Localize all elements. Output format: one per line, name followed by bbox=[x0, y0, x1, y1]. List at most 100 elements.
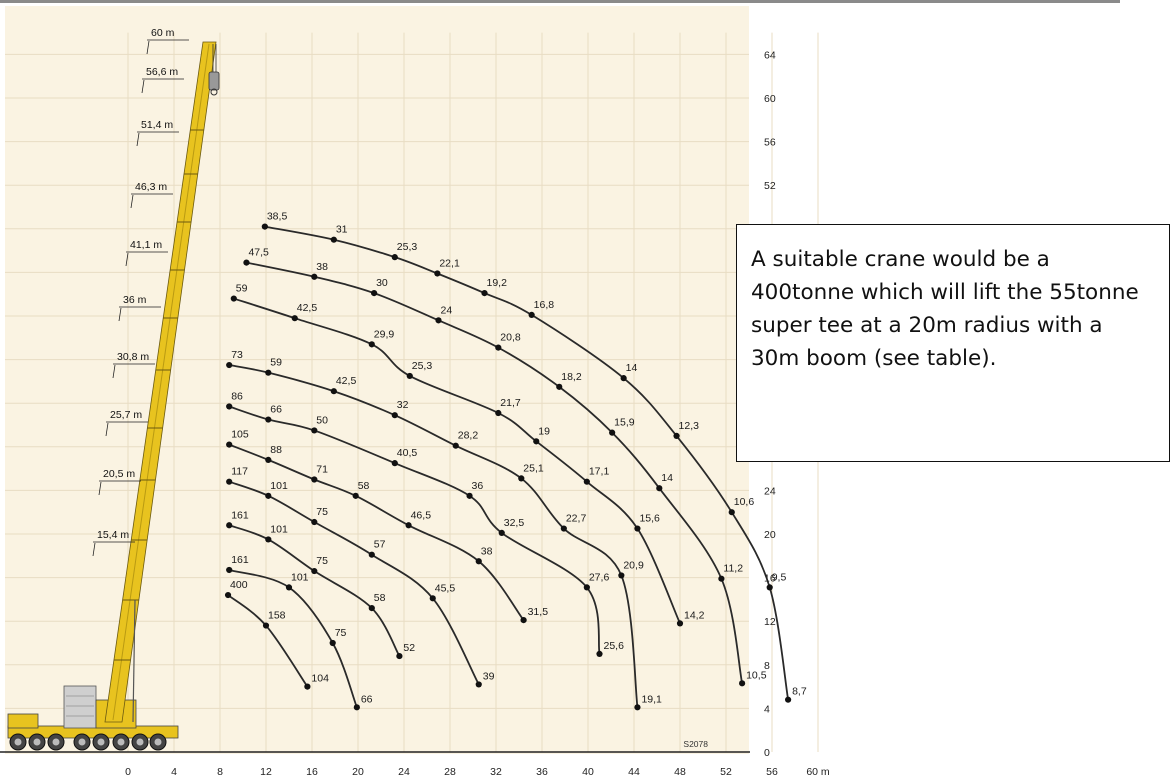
load-point bbox=[285, 584, 293, 591]
load-point bbox=[452, 442, 459, 449]
boom-length-arrow bbox=[118, 307, 122, 322]
crane-wheels bbox=[9, 733, 167, 751]
load-point bbox=[391, 460, 398, 467]
x-tick-label: 56 bbox=[766, 766, 778, 778]
load-points: 4001581041611017566161101755852117101755… bbox=[224, 211, 807, 711]
load-point bbox=[785, 696, 792, 703]
boom-length-label: 56,6 m bbox=[146, 66, 178, 78]
load-point bbox=[396, 652, 403, 660]
load-value-label: 400 bbox=[230, 579, 248, 591]
load-point bbox=[265, 369, 272, 376]
load-point bbox=[262, 622, 270, 629]
load-point bbox=[435, 317, 442, 324]
load-value-label: 14 bbox=[626, 362, 638, 374]
load-point bbox=[226, 361, 233, 369]
load-value-label: 25,6 bbox=[604, 640, 625, 652]
boom-length-label: 41,1 m bbox=[130, 239, 162, 251]
load-value-label: 50 bbox=[316, 414, 328, 426]
boom-section-joints bbox=[113, 129, 204, 661]
load-point bbox=[230, 295, 237, 302]
x-tick-label: 0 bbox=[125, 766, 131, 778]
load-value-label: 58 bbox=[358, 480, 370, 492]
load-point bbox=[261, 223, 268, 230]
load-value-label: 17,1 bbox=[589, 466, 610, 478]
load-point bbox=[368, 341, 375, 348]
load-point bbox=[634, 704, 641, 711]
y-tick-label: 0 bbox=[764, 747, 770, 759]
boom-length-arrow bbox=[98, 481, 102, 496]
load-point bbox=[766, 584, 773, 591]
load-value-label: 101 bbox=[291, 571, 309, 583]
load-point bbox=[329, 639, 336, 647]
y-tick-label: 52 bbox=[764, 180, 776, 192]
load-point bbox=[728, 509, 735, 516]
load-point bbox=[265, 416, 272, 423]
boom-length-labels: 60 m56,6 m51,4 m46,3 m41,1 m36 m30,8 m25… bbox=[92, 27, 189, 557]
load-value-label: 14,2 bbox=[684, 609, 705, 621]
load-point bbox=[311, 567, 318, 575]
load-point bbox=[583, 584, 590, 591]
load-value-label: 47,5 bbox=[248, 247, 269, 259]
boom-length-label: 20,5 m bbox=[103, 468, 135, 480]
wheel-hub bbox=[154, 738, 162, 746]
load-point bbox=[311, 518, 318, 526]
load-point bbox=[226, 403, 233, 410]
load-point bbox=[330, 388, 337, 395]
load-point bbox=[265, 536, 272, 543]
wheel-hub bbox=[14, 738, 22, 746]
load-value-label: 20,9 bbox=[623, 559, 644, 571]
load-point bbox=[226, 566, 233, 574]
load-value-label: 12,3 bbox=[679, 420, 700, 432]
boom-length-label: 25,7 m bbox=[110, 409, 142, 421]
load-value-label: 22,7 bbox=[566, 513, 587, 525]
load-point bbox=[224, 591, 232, 599]
load-point bbox=[226, 478, 233, 485]
load-point bbox=[226, 522, 233, 529]
load-point bbox=[391, 412, 398, 419]
boom-length-arrow bbox=[130, 194, 134, 209]
load-value-label: 38 bbox=[481, 545, 493, 557]
x-tick-label: 52 bbox=[720, 766, 732, 778]
load-value-label: 38,5 bbox=[267, 211, 288, 223]
load-value-label: 40,5 bbox=[397, 447, 418, 459]
y-tick-label: 56 bbox=[764, 137, 776, 149]
load-value-label: 15,6 bbox=[639, 513, 660, 525]
load-value-label: 19,2 bbox=[487, 277, 508, 289]
load-value-label: 161 bbox=[231, 554, 249, 566]
load-value-label: 21,7 bbox=[500, 397, 521, 409]
load-point bbox=[560, 525, 567, 532]
y-tick-label: 60 bbox=[764, 93, 776, 105]
load-point bbox=[739, 680, 746, 687]
load-point bbox=[634, 525, 641, 532]
load-point bbox=[265, 492, 272, 499]
load-value-label: 10,5 bbox=[746, 669, 767, 681]
load-value-label: 101 bbox=[270, 480, 288, 492]
load-point bbox=[368, 551, 375, 558]
load-value-label: 57 bbox=[374, 539, 386, 551]
load-point bbox=[618, 572, 625, 579]
load-point bbox=[498, 529, 505, 537]
load-value-label: 25,3 bbox=[397, 241, 418, 253]
load-point bbox=[406, 372, 413, 380]
load-point bbox=[311, 476, 318, 483]
load-point bbox=[368, 605, 375, 612]
load-value-label: 36 bbox=[472, 480, 484, 492]
load-point bbox=[429, 595, 436, 602]
grid-lines bbox=[0, 32, 819, 753]
load-point bbox=[528, 311, 535, 319]
x-tick-label: 44 bbox=[628, 766, 640, 778]
load-value-label: 32,5 bbox=[504, 517, 525, 529]
boom-length-arrow bbox=[92, 542, 96, 557]
load-point bbox=[391, 254, 398, 261]
load-value-label: 16,8 bbox=[534, 299, 555, 311]
load-value-label: 42,5 bbox=[336, 375, 357, 387]
load-point bbox=[352, 492, 359, 499]
load-value-label: 66 bbox=[361, 693, 373, 705]
drawing-code: S2078 bbox=[683, 739, 708, 749]
x-tick-label: 32 bbox=[490, 766, 502, 778]
load-point bbox=[481, 290, 488, 297]
load-value-label: 39 bbox=[483, 670, 495, 682]
y-tick-label: 8 bbox=[764, 660, 770, 672]
y-tick-label: 20 bbox=[764, 529, 776, 541]
load-point bbox=[718, 575, 725, 582]
